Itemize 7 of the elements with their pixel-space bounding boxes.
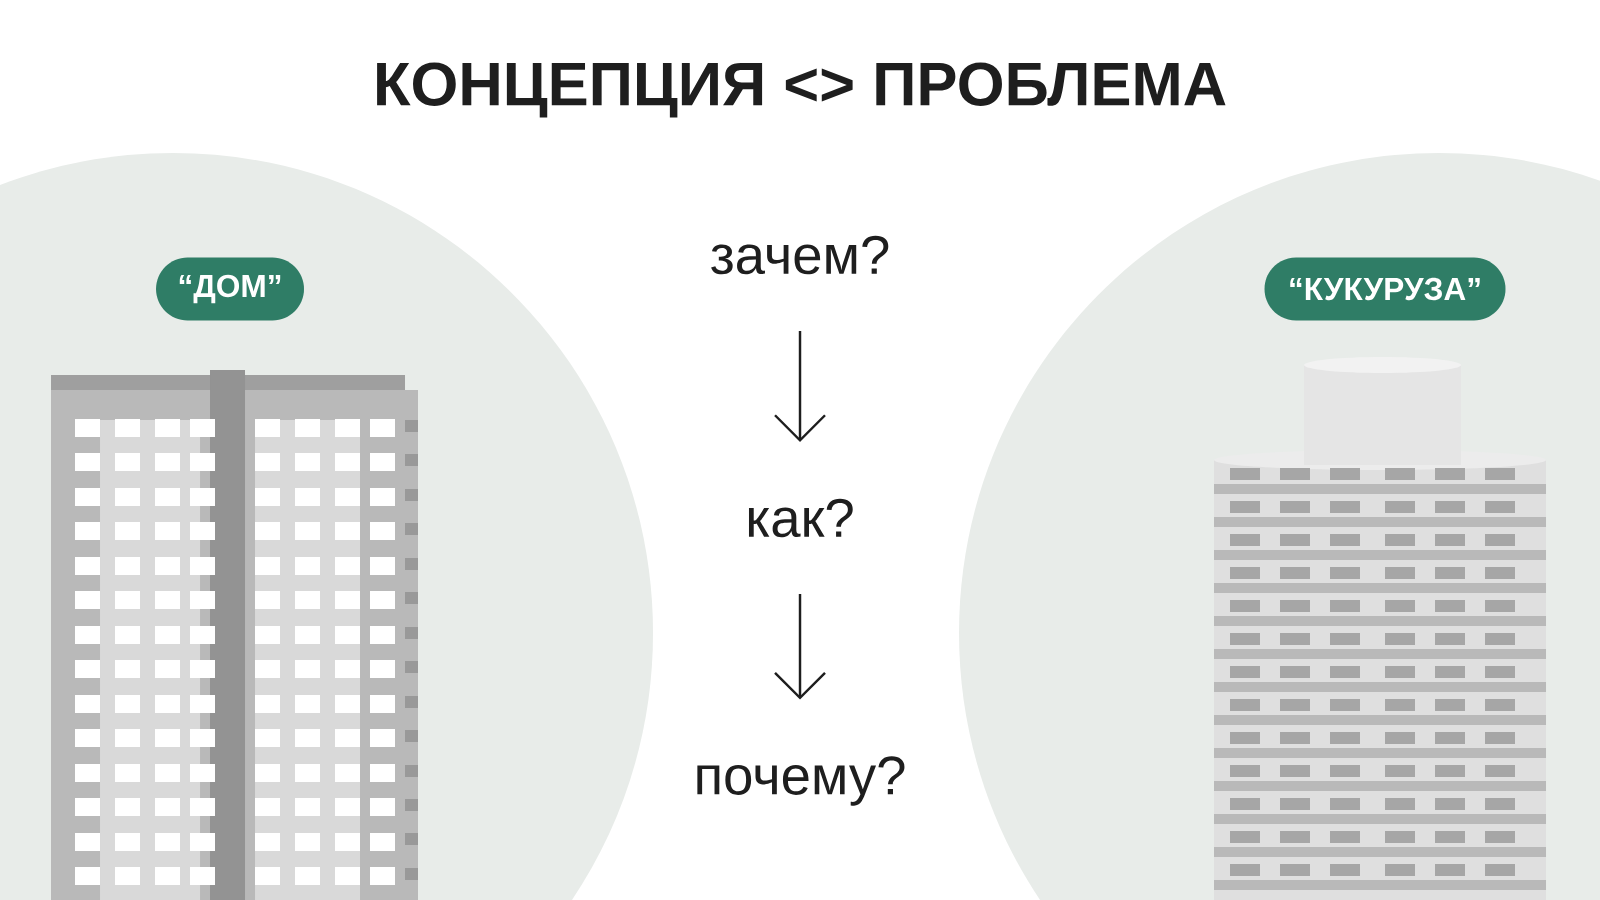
- question-text: почему?: [697, 756, 905, 806]
- arrow: [774, 594, 826, 700]
- arrow: [774, 331, 826, 442]
- question-text: как?: [749, 498, 853, 538]
- label-pill: “КУКУРУЗА”: [1264, 257, 1506, 321]
- title: КОНЦЕПЦИЯ <> ПРОБЛЕМА: [377, 62, 1226, 118]
- question-text: зачем?: [711, 235, 889, 275]
